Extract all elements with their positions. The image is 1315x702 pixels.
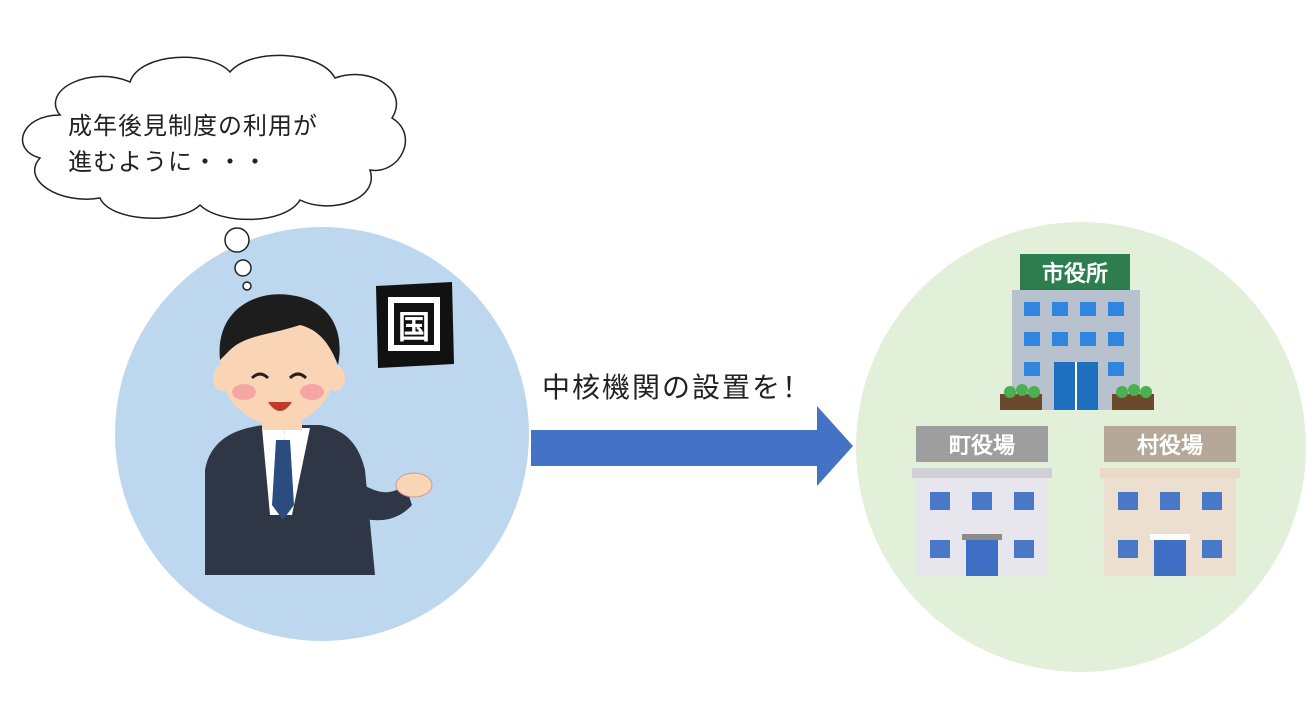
- city-hall-sign: 市役所: [1042, 261, 1108, 287]
- thought-bubble-dot-small: [242, 281, 252, 291]
- official-person-illustration: [205, 294, 433, 575]
- village-hall-sign: 村役場: [1137, 434, 1203, 459]
- arrow-label: 中核機関の設置を！: [542, 371, 813, 404]
- thought-text: 成年後見制度の利用が 進むように・・・: [68, 108, 388, 180]
- city-hall-building: 市役所: [1000, 254, 1154, 410]
- village-hall-building: 村役場: [1100, 426, 1240, 576]
- town-hall-building: 町役場: [912, 426, 1052, 576]
- thought-bubble-dot-medium: [234, 259, 252, 277]
- national-badge-label: 国: [398, 308, 430, 346]
- national-government-badge: 国: [376, 282, 454, 368]
- flow-arrow: [531, 406, 853, 486]
- thought-cloud: [21, 54, 407, 291]
- thought-text-line-1: 成年後見制度の利用が: [68, 112, 318, 140]
- thought-text-line-2: 進むように・・・: [68, 148, 268, 176]
- town-hall-sign: 町役場: [949, 434, 1015, 459]
- thought-bubble-dot-large: [224, 227, 250, 253]
